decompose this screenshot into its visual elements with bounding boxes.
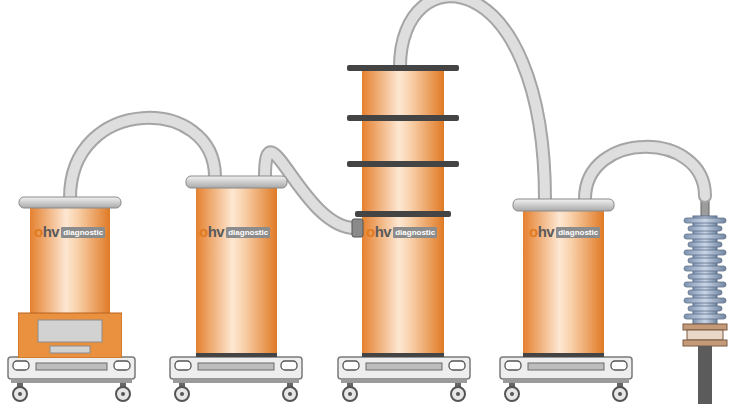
brand-tag: diagnostic [393, 227, 437, 238]
test-unit: ohvdiagnostic [512, 198, 615, 357]
bushing-shed [684, 298, 726, 303]
brand-name: ohv [199, 224, 224, 240]
bushing-flange [687, 330, 723, 340]
trolley-rail [341, 379, 467, 383]
bushing-shed [688, 306, 722, 311]
bushing-shed [684, 266, 726, 271]
bushing-symbol [683, 194, 727, 404]
trolley-handle [505, 361, 521, 370]
base-panel [50, 346, 90, 353]
hose-core [585, 147, 705, 199]
bushing-shed [684, 250, 726, 255]
trolley-slot [366, 363, 442, 370]
bushing-shed [684, 282, 726, 287]
brand-logo: ohvdiagnostic [199, 224, 270, 240]
brand-logo: ohvdiagnostic [366, 224, 437, 240]
brand-tag: diagnostic [556, 227, 600, 238]
unit-cylinder [30, 206, 110, 316]
trolley-slot [528, 363, 604, 370]
unit-cap [513, 199, 614, 211]
trolley-wheel [13, 387, 27, 401]
bushing-shed [688, 226, 722, 231]
bushing-shed [688, 258, 722, 263]
bushing-shed [688, 274, 722, 279]
unit-outline [185, 175, 288, 357]
stack-ring [347, 65, 459, 71]
test-unit: ohvdiagnostic [18, 196, 122, 358]
base-panel [38, 320, 102, 342]
hose-core [265, 152, 355, 228]
trolley-handle [114, 361, 130, 370]
wheel-hub [180, 392, 184, 396]
unit-foot [523, 353, 604, 357]
trolley-wheel [343, 387, 357, 401]
unit-cap [19, 197, 121, 208]
brand-name: ohv [529, 224, 554, 240]
trolley-handle [175, 361, 191, 370]
brand-logo: ohvdiagnostic [34, 224, 105, 240]
wheel-hub [288, 392, 292, 396]
trolley-platform [170, 357, 302, 379]
trolley-rail [11, 379, 132, 383]
trolley-rail [173, 379, 299, 383]
brand-logo: ohvdiagnostic [529, 224, 600, 240]
bushing-shed [684, 218, 726, 223]
hose [265, 152, 355, 228]
hose-connector [265, 152, 355, 228]
test-unit: ohvdiagnostic [347, 65, 459, 357]
bushing-shed [684, 234, 726, 239]
trolley-platform [8, 357, 135, 379]
bushing-flange [683, 324, 727, 330]
brand-name: ohv [366, 224, 391, 240]
unit-outline [18, 196, 122, 358]
bushing-pole [698, 346, 712, 404]
unit-outline [512, 198, 615, 357]
trolley-wheel [613, 387, 627, 401]
bushing-flange [683, 340, 727, 346]
stack-ring [347, 115, 459, 121]
trolley-handle [343, 361, 359, 370]
trolley-wheel [116, 387, 130, 401]
unit-cylinder [196, 185, 277, 357]
test-unit: ohvdiagnostic [185, 175, 288, 357]
wheel-hub [618, 392, 622, 396]
trolley-handle [281, 361, 297, 370]
wheel-hub [18, 392, 22, 396]
trolley-handle [449, 361, 465, 370]
trolley-rail [503, 379, 629, 383]
bushing-shed [684, 314, 726, 319]
unit-foot [362, 353, 444, 357]
hose-inlet [352, 219, 363, 237]
wheel-hub [510, 392, 514, 396]
bushing-shed [688, 242, 722, 247]
trolley-wheel [505, 387, 519, 401]
trolley-platform [500, 357, 632, 379]
brand-tag: diagnostic [61, 227, 105, 238]
unit-base [18, 313, 122, 358]
trolley-wheel [451, 387, 465, 401]
trolley-slot [36, 363, 107, 370]
unit-outline [347, 65, 459, 357]
unit-cylinder [523, 208, 604, 357]
unit-cap [186, 176, 287, 188]
wheel-hub [456, 392, 460, 396]
trolley-group [8, 357, 632, 401]
brand-tag: diagnostic [226, 227, 270, 238]
trolley-slot [198, 363, 274, 370]
bushing-shed [688, 290, 722, 295]
trolley-wheel [175, 387, 189, 401]
stack-ring [355, 211, 451, 217]
trolley-handle [13, 361, 29, 370]
unit-foot [196, 353, 277, 357]
stack-ring [347, 161, 459, 167]
trolley-platform [338, 357, 470, 379]
trolley-wheel [283, 387, 297, 401]
wheel-hub [121, 392, 125, 396]
hose [585, 147, 705, 199]
brand-name: ohv [34, 224, 59, 240]
wheel-hub [348, 392, 352, 396]
trolley-handle [611, 361, 627, 370]
